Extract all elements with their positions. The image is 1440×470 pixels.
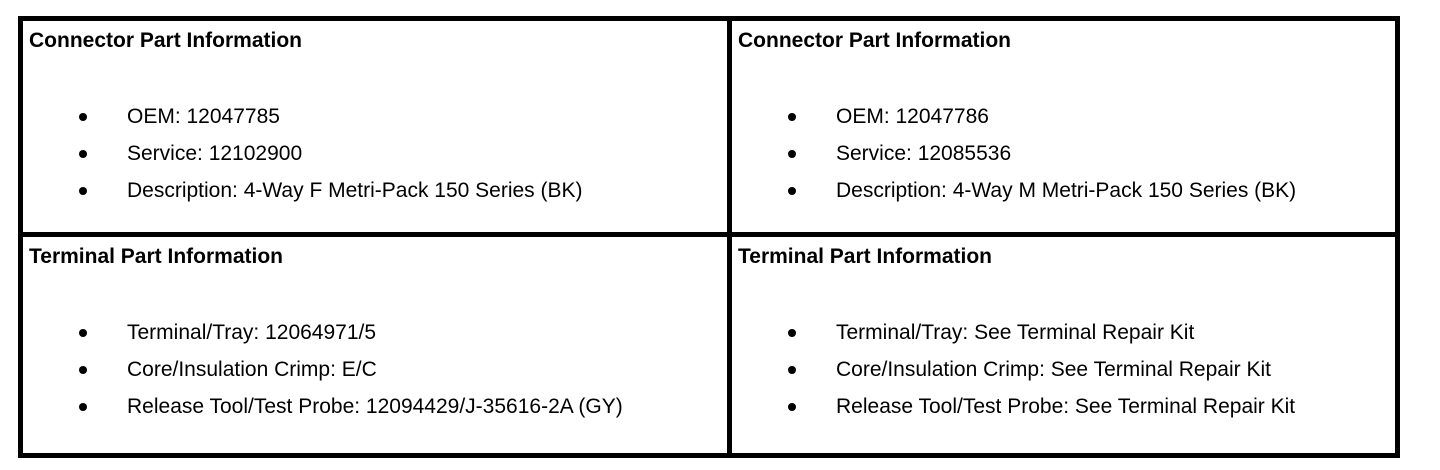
list-item-text: OEM: 12047786 — [836, 105, 989, 128]
part-info-list: OEM: 12047786 Service: 12085536 Descript… — [738, 104, 1389, 204]
bullet-icon — [79, 150, 87, 158]
terminal-part-info-cell-right: Terminal Part Information Terminal/Tray:… — [732, 237, 1395, 453]
list-item: Release Tool/Test Probe: See Terminal Re… — [738, 394, 1389, 420]
list-item-text: Release Tool/Test Probe: 12094429/J-3561… — [127, 395, 623, 418]
bullet-icon — [79, 187, 87, 195]
bullet-icon — [79, 366, 87, 374]
list-item: Terminal/Tray: See Terminal Repair Kit — [738, 320, 1389, 346]
cell-title: Terminal Part Information — [738, 245, 992, 268]
part-info-list: OEM: 12047785 Service: 12102900 Descript… — [29, 104, 721, 204]
cell-title: Connector Part Information — [738, 29, 1012, 52]
cell-title: Connector Part Information — [29, 29, 303, 52]
list-item-text: Terminal/Tray: 12064971/5 — [127, 321, 377, 344]
list-item: Service: 12085536 — [738, 141, 1389, 167]
bullet-icon — [788, 187, 796, 195]
list-item-text: Description: 4-Way M Metri-Pack 150 Seri… — [836, 179, 1297, 202]
bullet-icon — [79, 329, 87, 337]
bullet-icon — [788, 150, 796, 158]
connector-part-info-cell-left: Connector Part Information OEM: 12047785… — [23, 21, 732, 237]
list-item: OEM: 12047786 — [738, 104, 1389, 130]
list-item: Service: 12102900 — [29, 141, 721, 167]
list-item: Description: 4-Way M Metri-Pack 150 Seri… — [738, 178, 1389, 204]
list-item-text: Service: 12085536 — [836, 142, 1012, 165]
list-item: Core/Insulation Crimp: See Terminal Repa… — [738, 357, 1389, 383]
list-item: Core/Insulation Crimp: E/C — [29, 357, 721, 383]
part-info-list: Terminal/Tray: See Terminal Repair Kit C… — [738, 320, 1389, 420]
part-information-table: Connector Part Information OEM: 12047785… — [18, 16, 1400, 458]
list-item-text: Description: 4-Way F Metri-Pack 150 Seri… — [127, 179, 583, 202]
bullet-icon — [79, 403, 87, 411]
list-item-text: Core/Insulation Crimp: See Terminal Repa… — [836, 358, 1271, 381]
list-item: OEM: 12047785 — [29, 104, 721, 130]
bullet-icon — [788, 329, 796, 337]
list-item: Release Tool/Test Probe: 12094429/J-3561… — [29, 394, 721, 420]
connector-part-info-cell-right: Connector Part Information OEM: 12047786… — [732, 21, 1395, 237]
cell-title: Terminal Part Information — [29, 245, 283, 268]
list-item: Terminal/Tray: 12064971/5 — [29, 320, 721, 346]
bullet-icon — [788, 403, 796, 411]
terminal-part-info-cell-left: Terminal Part Information Terminal/Tray:… — [23, 237, 732, 453]
list-item-text: OEM: 12047785 — [127, 105, 280, 128]
bullet-icon — [79, 113, 87, 121]
list-item-text: Service: 12102900 — [127, 142, 303, 165]
list-item-text: Terminal/Tray: See Terminal Repair Kit — [836, 321, 1195, 344]
list-item-text: Release Tool/Test Probe: See Terminal Re… — [836, 395, 1296, 418]
bullet-icon — [788, 366, 796, 374]
bullet-icon — [788, 113, 796, 121]
part-info-list: Terminal/Tray: 12064971/5 Core/Insulatio… — [29, 320, 721, 420]
list-item-text: Core/Insulation Crimp: E/C — [127, 358, 377, 381]
list-item: Description: 4-Way F Metri-Pack 150 Seri… — [29, 178, 721, 204]
